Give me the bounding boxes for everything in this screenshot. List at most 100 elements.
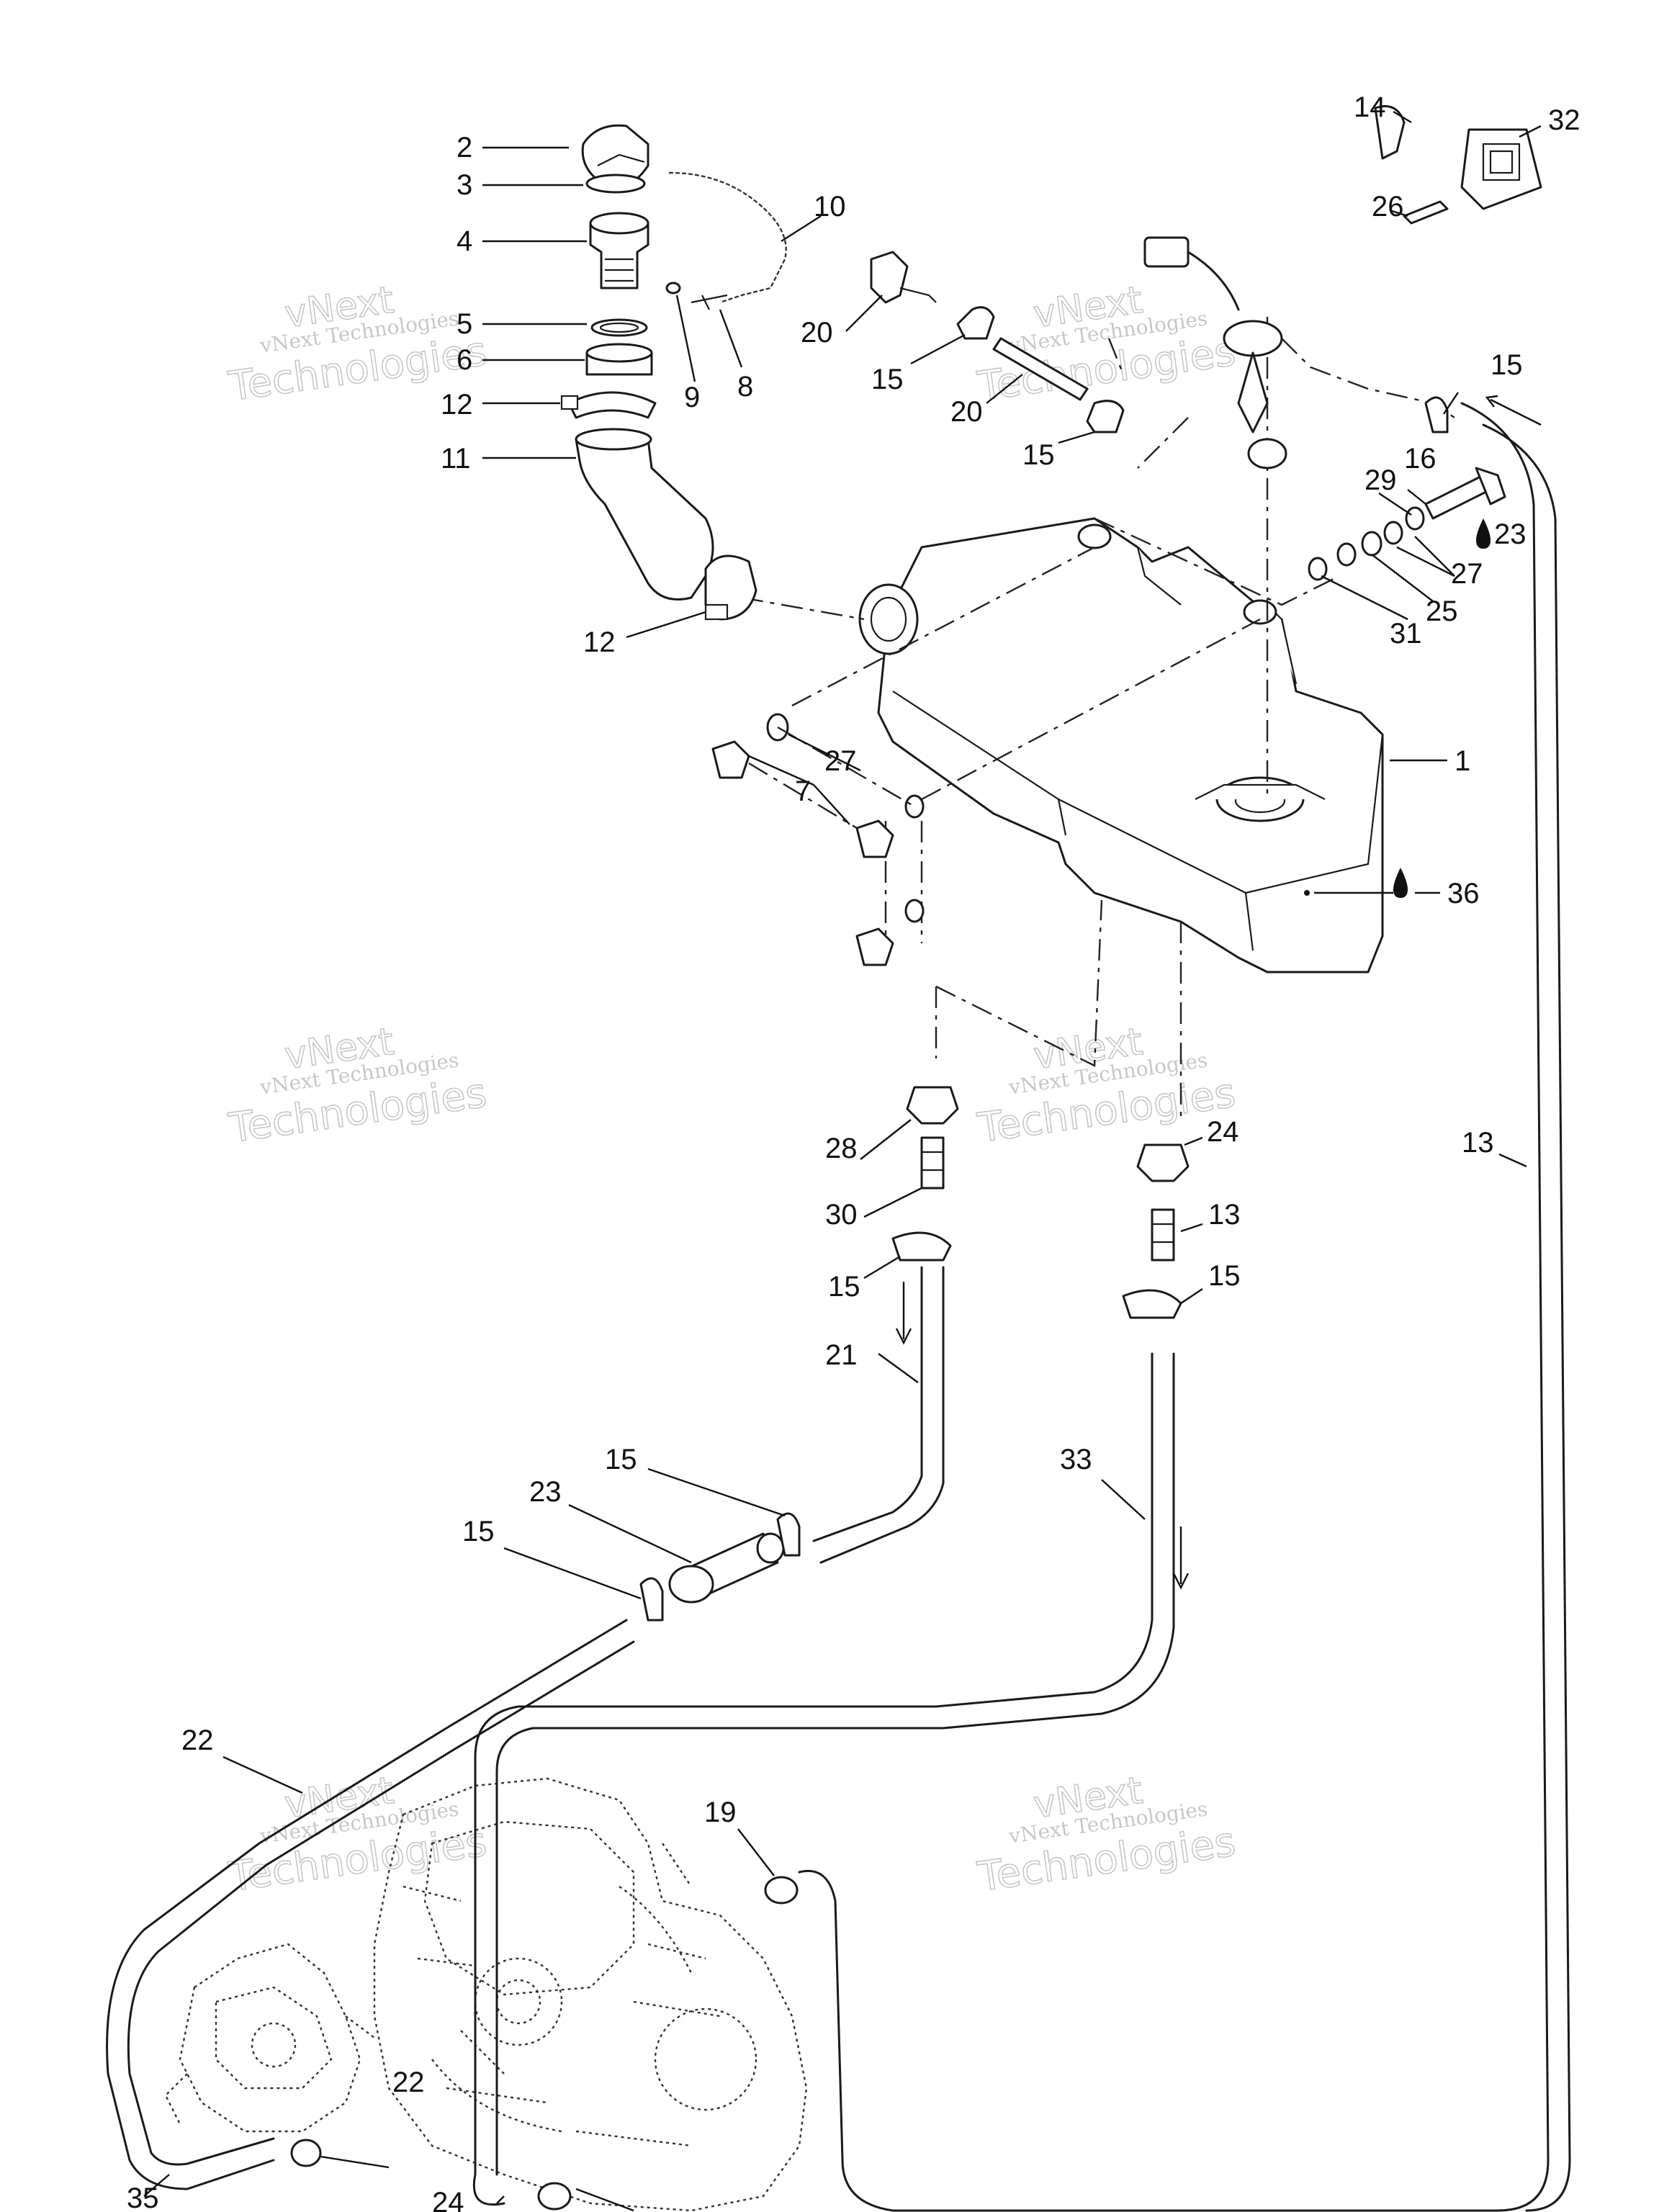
flow-arrow-down-2: [1172, 1527, 1190, 1590]
callout-18: 20: [950, 396, 983, 428]
engine-outline: [373, 1777, 808, 2212]
callout-30: 30: [825, 1199, 858, 1231]
clip-15-right: [1424, 396, 1449, 433]
callout-15-d: 15: [828, 1271, 860, 1303]
callout-15-a: 15: [871, 364, 904, 395]
callout-13: 13: [1462, 1127, 1494, 1159]
callout-28: 28: [825, 1133, 858, 1164]
callout-19: 20: [801, 317, 833, 349]
washer-27b: [1336, 542, 1357, 567]
tie-mount-assembly: [1374, 105, 1542, 225]
hoses: [106, 395, 1571, 2212]
washer-9: [665, 282, 681, 295]
fuel-sender: [1143, 236, 1455, 469]
callout-8: 8: [737, 371, 753, 403]
leader-lines: [143, 110, 1542, 2212]
assembly-centerlines: [741, 317, 1340, 1116]
callout-36: 36: [1447, 878, 1480, 909]
callout-1: 1: [1455, 745, 1470, 777]
callout-24-a: 24: [1207, 1116, 1239, 1148]
tie-15: [1374, 105, 1406, 160]
pump-outline: [164, 1943, 375, 2133]
clip-15-b: [1122, 1289, 1182, 1319]
callout-26: 26: [1372, 191, 1404, 222]
watermark: vNext vNext Technologies Technologies: [974, 278, 1239, 411]
bolt-7-a: [711, 740, 750, 779]
callout-2: 2: [457, 132, 472, 163]
mounting-hardware-right: [1308, 467, 1506, 581]
washer-29: [1405, 506, 1425, 531]
washer-7a: [904, 794, 925, 819]
mounting-hardware-left: [711, 713, 925, 966]
callout-labels: 2 3 4 10 5 6 12 11 12 9 8 20 15 20 15 14…: [127, 91, 1581, 2212]
callout-20-b: 22: [181, 1725, 214, 1756]
watermark: vNext vNext Technologies Technologies: [225, 1020, 490, 1153]
callout-12-bottom: 12: [583, 626, 616, 658]
callout-31: 31: [1390, 618, 1422, 649]
bolt-7-b: [855, 819, 894, 858]
callout-15-b: 15: [1022, 439, 1055, 471]
callout-15-top: 14: [1354, 91, 1386, 123]
grommet-28: [906, 1086, 959, 1125]
callout-16: 16: [1404, 443, 1437, 475]
callout-32: 32: [1548, 104, 1581, 136]
clamp-12-top: [567, 391, 657, 419]
tether-chain: [665, 171, 787, 310]
clip-15-c: [776, 1512, 801, 1557]
watermark: vNext vNext Technologies Technologies: [225, 1768, 490, 1902]
callout-27-b: 27: [824, 745, 857, 777]
filler-neck: [589, 222, 649, 289]
callout-14: 13: [1208, 1199, 1241, 1231]
callout-9: 9: [684, 382, 700, 413]
callout-3: 3: [457, 169, 472, 201]
hose-18: [992, 337, 1089, 401]
washer-31: [1308, 557, 1328, 581]
connector: [1143, 236, 1190, 268]
flow-arrow-down: [895, 1282, 912, 1345]
valve-19: [870, 251, 909, 304]
callout-35: 35: [127, 2182, 159, 2212]
callout-4: 4: [457, 225, 472, 257]
clip-15-lower: [1086, 400, 1125, 433]
callout-7: 7: [795, 775, 811, 807]
washer-27: [1383, 521, 1403, 545]
clip-15-d: [639, 1577, 664, 1622]
clamp-17: [764, 1876, 799, 1905]
fuel-tank: [858, 517, 1384, 974]
callout-15-g: 15: [462, 1516, 495, 1547]
callout-25: 25: [1426, 595, 1458, 627]
watermark-group: vNext vNext Technologies Technologies vN…: [225, 278, 1239, 1902]
fitting-14: [1151, 1208, 1175, 1262]
clamp-22: [290, 2139, 322, 2167]
elbow-30: [920, 1136, 945, 1190]
callout-6: 6: [457, 344, 472, 376]
callout-22: 22: [392, 2067, 425, 2098]
callout-17: 19: [704, 1797, 737, 1828]
hose-11: [575, 431, 714, 601]
oil-drop-icon-23: [1476, 518, 1491, 549]
fuel-filter-assembly: [639, 1512, 801, 1622]
clamp-24-lower: [537, 2182, 572, 2211]
callout-27-a: 27: [1451, 558, 1483, 590]
grommet-24: [1136, 1143, 1190, 1182]
callout-29: 29: [1364, 464, 1397, 496]
washer-7b: [904, 899, 925, 923]
bolt-7-c: [855, 927, 894, 966]
oil-drop-icon-36: [1393, 868, 1408, 898]
cap-gasket: [585, 174, 646, 194]
vent-valve-assembly: [870, 251, 1125, 433]
callout-15-f: 15: [605, 1444, 637, 1475]
clip-15-a: [891, 1231, 952, 1262]
callout-23: 23: [1494, 518, 1527, 550]
rivet-26: [1403, 200, 1449, 225]
filler-cap-assembly: [560, 124, 757, 621]
callout-24-b: 24: [432, 2187, 464, 2212]
callout-21: 23: [529, 1476, 562, 1508]
clip-15-upper: [956, 306, 995, 340]
callout-11: 11: [441, 443, 471, 475]
callout-5: 5: [457, 308, 472, 340]
callout-15-e: 15: [1208, 1260, 1241, 1292]
callout-15-c: 15: [1491, 349, 1523, 381]
watermark: vNext vNext Technologies Technologies: [974, 1768, 1239, 1902]
